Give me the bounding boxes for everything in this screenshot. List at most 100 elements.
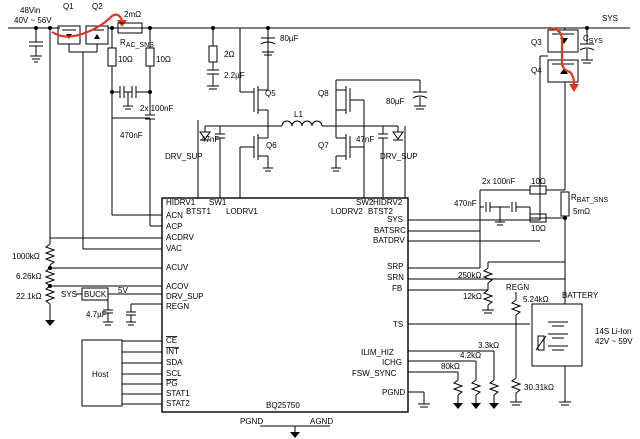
snubber-r: 2Ω <box>224 50 234 59</box>
bat-sense-caps: 2x 100nF <box>482 177 515 186</box>
buck-vout: 5V <box>118 286 128 295</box>
ground-tie <box>260 425 330 438</box>
regn-r2: 30.31kΩ <box>524 383 554 392</box>
pin-acov: ACOV <box>166 282 189 291</box>
input-range: 40V ~ 56V <box>14 16 52 25</box>
pin-stat2: STAT2 <box>166 399 190 408</box>
pin-ichg: ICHG <box>382 358 402 367</box>
filter-r2: 10Ω <box>156 55 171 64</box>
battery-type: 14S Li-Ion <box>595 327 631 336</box>
agnd-label: AGND <box>310 417 333 426</box>
q4-label: Q4 <box>531 66 542 75</box>
pin-acuv: ACUV <box>166 263 189 272</box>
pin-ilim-hiz: ILIM_HIZ <box>361 348 394 357</box>
q2-label: Q2 <box>92 2 103 11</box>
res-ichg: 4.2kΩ <box>460 351 481 360</box>
pin-sys: SYS <box>387 215 403 224</box>
pin-sw2: SW2 <box>356 198 374 207</box>
battery-range: 42V ~ 59V <box>595 337 633 346</box>
transistor-q5 <box>239 28 269 126</box>
pin-ts: TS <box>393 320 403 329</box>
bootstrap-left <box>197 120 268 198</box>
bat-sense-r2: 10Ω <box>531 224 546 233</box>
drv-sup-right: DRV_SUP <box>380 152 418 161</box>
divider-r1: 1000kΩ <box>12 252 40 261</box>
inductor-l1 <box>268 120 336 127</box>
pin-fb: FB <box>392 284 402 293</box>
pin-sda: SDA <box>166 358 183 367</box>
pin-srp: SRP <box>387 262 403 271</box>
pin-acn: ACN <box>166 211 183 220</box>
bat-sense-name: RBAT_SNS <box>571 193 608 204</box>
regn-label: REGN <box>506 283 529 292</box>
ts-network <box>408 292 530 406</box>
q3-label: Q3 <box>531 38 542 47</box>
inductor-label: L1 <box>294 110 303 119</box>
csys-label: CSYS <box>583 34 603 45</box>
transistor-q7 <box>331 126 364 172</box>
divider-r2: 6.26kΩ <box>16 272 42 281</box>
filter-cap: 470nF <box>120 131 143 140</box>
pin-sw1: SW1 <box>209 198 227 207</box>
pin-lodrv1: LODRV1 <box>226 207 258 216</box>
filter-r1: 10Ω <box>118 55 133 64</box>
bat-sense-r1: 10Ω <box>531 177 546 186</box>
q6-label: Q6 <box>266 141 277 150</box>
pin-pg: PG <box>166 379 178 388</box>
pin-pgnd: PGND <box>382 388 405 397</box>
drv-sup-left: DRV_SUP <box>165 152 203 161</box>
bat-sense-value: 5mΩ <box>573 207 590 216</box>
transistor-q2 <box>85 25 109 52</box>
bat-sense-cap: 470nF <box>454 199 477 208</box>
q7-label: Q7 <box>318 141 329 150</box>
pin-hidrv2: HIDRV2 <box>373 198 403 207</box>
filter-caps: 2x 100nF <box>140 104 173 113</box>
input-sense-resistor <box>117 22 143 34</box>
pin-int: INT <box>166 347 179 356</box>
pin-srn: SRN <box>387 273 404 282</box>
transistor-q1 <box>57 25 81 52</box>
pin-btst1: BTST1 <box>186 207 211 216</box>
buck-label: BUCK <box>84 290 107 299</box>
input-cap-left <box>29 28 43 63</box>
pin-drv-sup: DRV_SUP <box>166 292 204 301</box>
program-resistors <box>408 350 500 409</box>
fb-r1: 250kΩ <box>458 271 481 280</box>
host-block <box>81 339 162 407</box>
pin-scl: SCL <box>166 369 182 378</box>
buck-sys: SYS <box>61 290 77 299</box>
pin-regn: REGN <box>166 302 189 311</box>
pin-hidrv1: HIDRV1 <box>166 198 196 207</box>
fb-divider <box>408 261 565 314</box>
pin-acp: ACP <box>166 222 182 231</box>
pin-btst2: BTST2 <box>368 207 393 216</box>
res-ilim: 3.3kΩ <box>478 341 499 350</box>
divider-r3: 22.1kΩ <box>16 292 42 301</box>
buck-block <box>76 287 162 326</box>
input-name: 48Vin <box>20 6 40 15</box>
bootstrap-right <box>336 125 406 198</box>
res-fsw: 80kΩ <box>441 362 460 371</box>
pin-fsw-sync: FSW_SYNC <box>352 369 397 378</box>
regn-r1: 5.24kΩ <box>523 295 549 304</box>
input-rail <box>8 26 630 30</box>
host-label: Host <box>92 370 109 379</box>
sys-cap <box>579 28 595 64</box>
output-cap-label: 80µF <box>386 97 405 106</box>
boot-cap-right: 47nF <box>356 135 374 144</box>
sys-rail-label: SYS <box>602 14 618 23</box>
battery-power-path-arrow <box>547 26 579 92</box>
chip-bq25750 <box>161 197 409 413</box>
bulk-cap-label: 80µF <box>280 34 299 43</box>
pin-stat1: STAT1 <box>166 389 190 398</box>
chip-name: BQ25750 <box>266 401 300 410</box>
output-bulk-cap <box>412 80 428 110</box>
pin-ce: CE <box>166 336 177 345</box>
pgnd-label: PGND <box>240 417 263 426</box>
input-sense-name: RAC_SNS <box>120 38 154 49</box>
pin-batsrc: BATSRC <box>374 226 406 235</box>
transistor-q8 <box>335 79 420 198</box>
input-filter-network <box>82 28 162 250</box>
pin-vac: VAC <box>166 244 182 253</box>
